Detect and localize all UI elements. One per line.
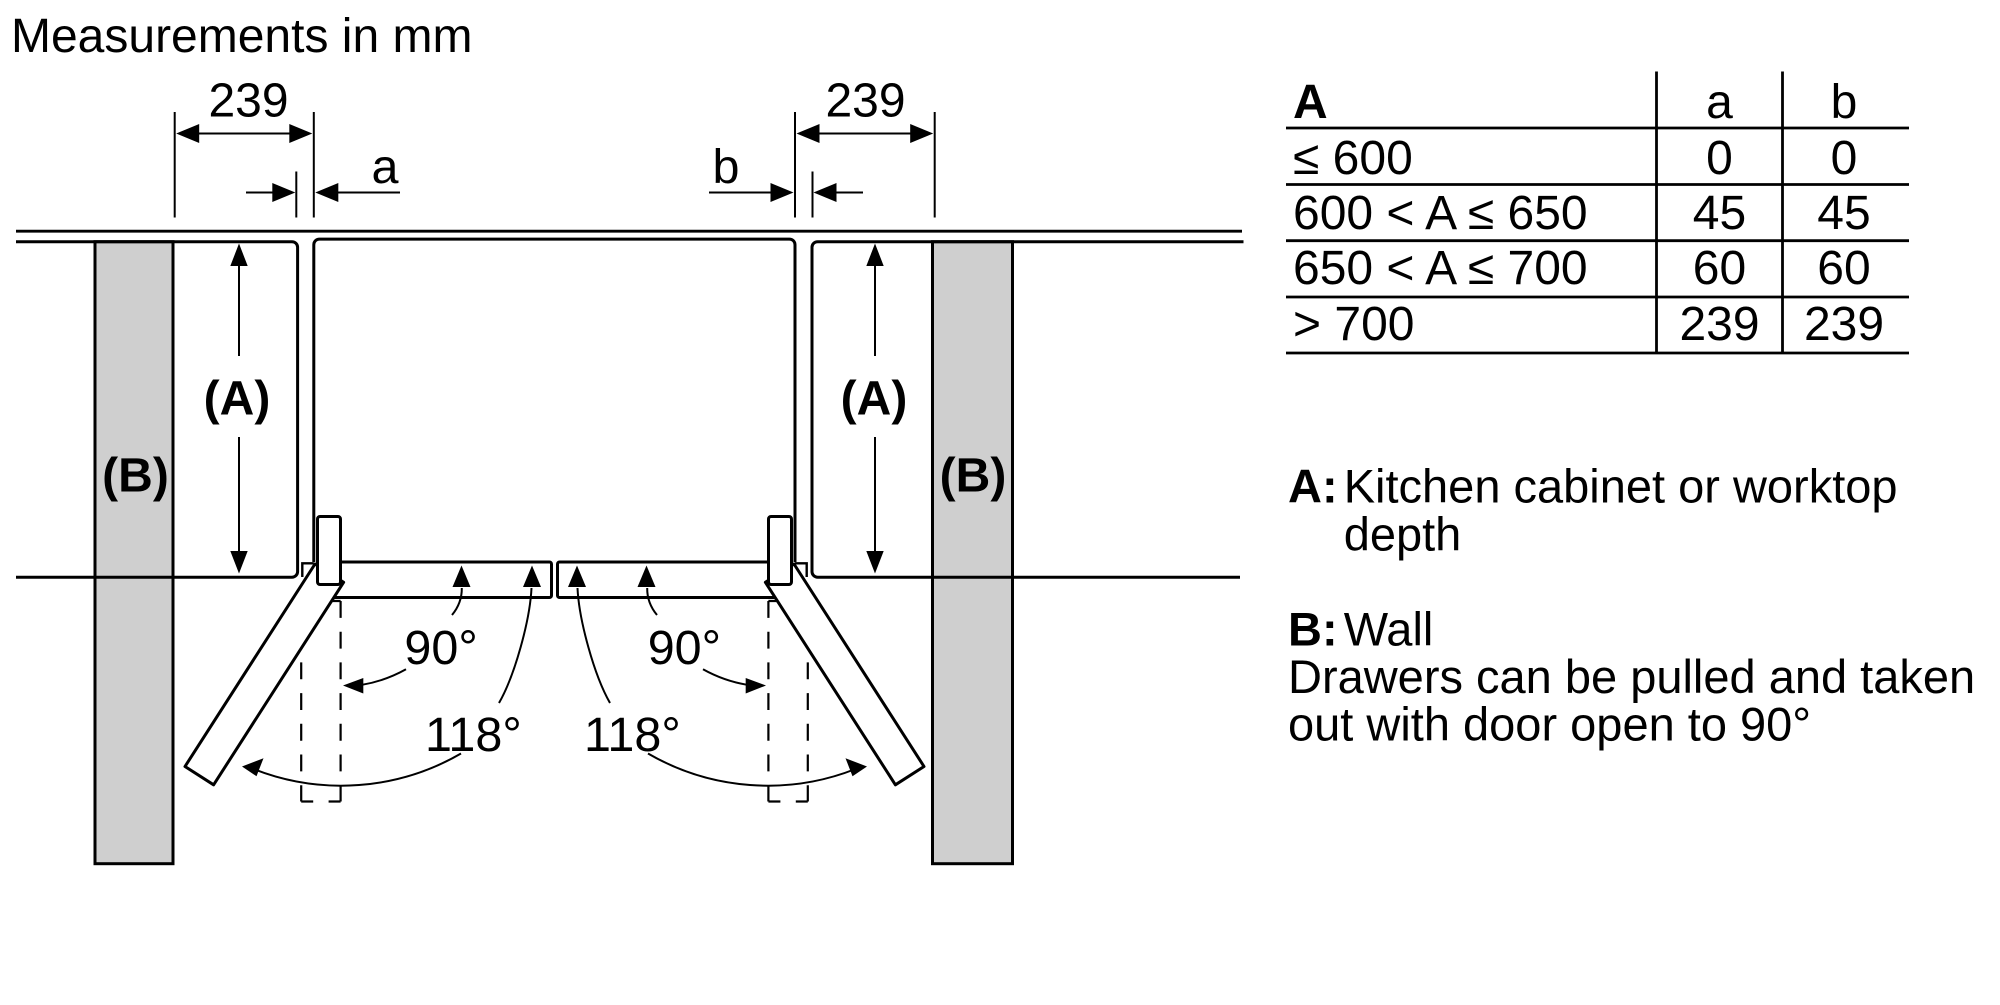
svg-text:b: b	[1831, 76, 1858, 129]
svg-text:45: 45	[1817, 187, 1870, 240]
svg-text:600 < A ≤ 650: 600 < A ≤ 650	[1293, 187, 1588, 240]
svg-text:A:Kitchen cabinet or worktop: A:Kitchen cabinet or worktop	[1288, 460, 1898, 513]
svg-text:118°: 118°	[584, 708, 681, 762]
svg-text:Drawers can be pulled and take: Drawers can be pulled and taken	[1288, 650, 1975, 703]
svg-text:239: 239	[1804, 298, 1884, 351]
svg-text:(B): (B)	[940, 450, 1007, 503]
svg-text:Measurements in mm: Measurements in mm	[11, 10, 472, 63]
svg-text:out with door open to 90°: out with door open to 90°	[1288, 698, 1811, 751]
svg-text:a: a	[1706, 76, 1733, 129]
svg-text:(A): (A)	[204, 373, 271, 426]
svg-text:650 < A ≤ 700: 650 < A ≤ 700	[1293, 242, 1588, 295]
svg-text:A: A	[1293, 76, 1328, 129]
svg-text:239: 239	[208, 75, 288, 128]
svg-text:> 700: > 700	[1293, 298, 1414, 351]
svg-text:239: 239	[1679, 298, 1759, 351]
svg-text:depth: depth	[1344, 507, 1462, 560]
svg-text:45: 45	[1693, 187, 1746, 240]
svg-text:90°: 90°	[404, 621, 477, 675]
svg-text:b: b	[713, 140, 740, 194]
svg-text:(A): (A)	[841, 373, 908, 426]
svg-text:0: 0	[1706, 132, 1733, 185]
svg-text:0: 0	[1831, 132, 1858, 185]
svg-text:239: 239	[825, 75, 905, 128]
svg-text:(B): (B)	[102, 450, 169, 503]
svg-text:90°: 90°	[648, 621, 721, 675]
svg-text:B:Wall: B:Wall	[1288, 603, 1433, 656]
svg-text:60: 60	[1817, 242, 1870, 295]
svg-text:≤ 600: ≤ 600	[1293, 132, 1413, 185]
svg-text:a: a	[372, 140, 399, 194]
svg-text:118°: 118°	[425, 708, 522, 762]
svg-text:60: 60	[1693, 242, 1746, 295]
